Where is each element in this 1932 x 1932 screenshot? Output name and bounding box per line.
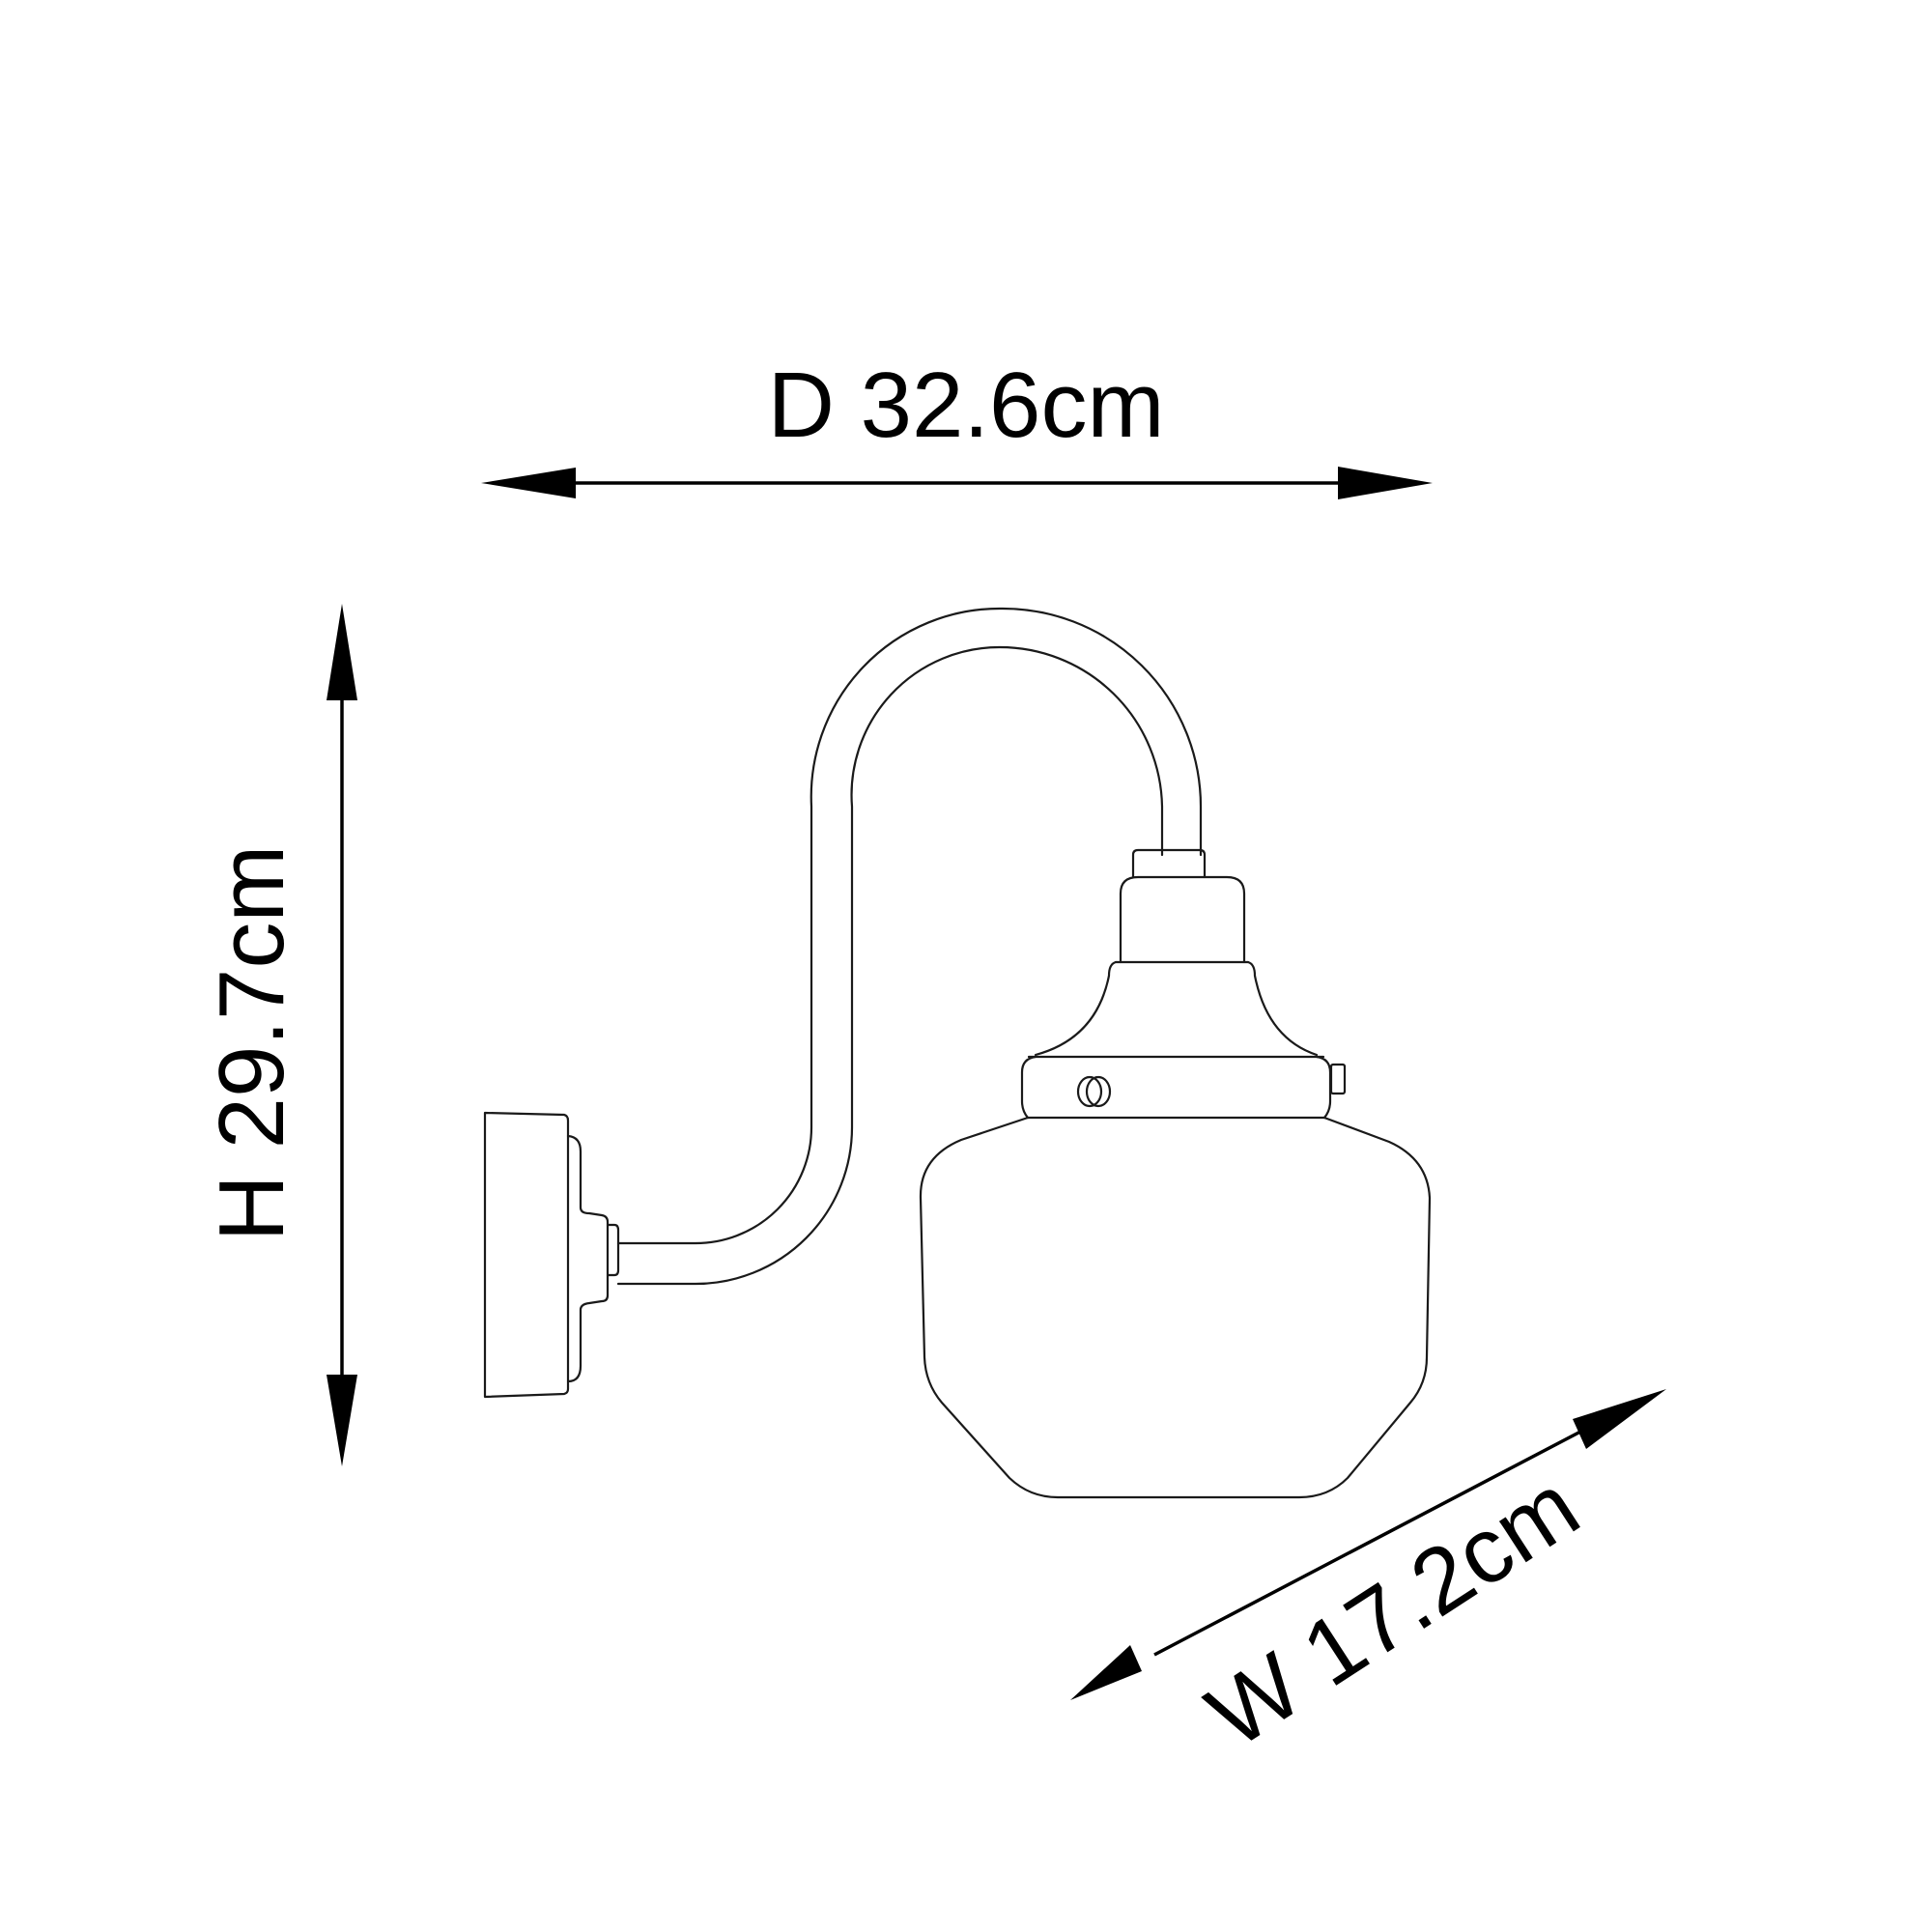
swan-neck-arm-outer (616, 607, 1203, 1245)
down-arrowhead-icon (327, 1375, 357, 1466)
glass-shade (919, 1116, 1432, 1499)
height-dimension: H 29.7cm (200, 604, 357, 1466)
mounting-collar (566, 1134, 610, 1383)
gallery-flare (1034, 960, 1319, 1057)
height-label: H 29.7cm (200, 845, 303, 1242)
arm-stub-collar (606, 1223, 620, 1277)
up-arrowhead-icon (327, 604, 357, 700)
gallery-band (1020, 1055, 1332, 1120)
depth-label: D 32.6cm (768, 354, 1165, 457)
wall-light (483, 607, 1432, 1499)
swan-neck-arm-inner (616, 645, 1164, 1286)
width-dimension: W 17.2cm (1070, 1389, 1666, 1768)
lamp-holder-ring (1131, 848, 1207, 879)
left-arrowhead-icon (481, 468, 576, 498)
gallery-thumbscrew-face (1085, 1075, 1112, 1108)
lamp-holder-cap (1119, 875, 1246, 964)
depth-dimension: D 32.6cm (481, 354, 1433, 499)
lower-left-arrowhead-icon (1070, 1645, 1142, 1700)
width-dimension-line (1153, 1428, 1585, 1657)
gallery-side-screw-icon (1329, 1063, 1347, 1095)
upper-right-arrowhead-icon (1573, 1389, 1666, 1449)
gallery-thumbscrew-icon (1076, 1075, 1103, 1108)
width-label: W 17.2cm (1190, 1454, 1597, 1768)
right-arrowhead-icon (1338, 467, 1433, 499)
wall-backplate (483, 1111, 570, 1399)
